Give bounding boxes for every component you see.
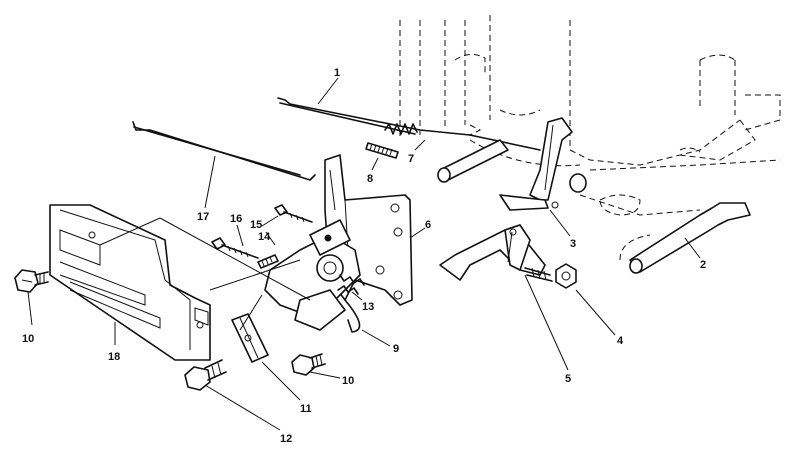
part-9-arm <box>344 299 391 347</box>
part-14-spring <box>257 231 279 269</box>
callout-11: 11 <box>300 403 312 415</box>
callout-17: 17 <box>197 211 209 223</box>
assembly-guide-lines <box>99 217 311 331</box>
part-18-bracket-plate <box>49 204 211 361</box>
callout-4: 4 <box>617 335 624 347</box>
callout-12: 12 <box>280 433 292 445</box>
callout-13: 13 <box>362 301 374 313</box>
callout-5: 5 <box>565 373 571 385</box>
part-11-clamp <box>231 313 301 401</box>
part-2-throttle-rod <box>629 202 751 274</box>
callout-10-bottom: 10 <box>342 375 354 387</box>
callout-labels: 1 2 3 4 5 6 7 8 9 10 10 11 12 13 14 15 1… <box>22 67 706 445</box>
part-13-spring <box>337 285 363 301</box>
part-10-screw-left <box>14 269 49 326</box>
part-15-screw <box>261 204 313 227</box>
part-8-spring <box>365 142 399 171</box>
part-5-throttle-bracket <box>439 224 569 371</box>
callout-7: 7 <box>408 153 414 165</box>
pin-cylinder <box>437 139 587 193</box>
callout-18: 18 <box>108 351 120 363</box>
callout-9: 9 <box>393 343 399 355</box>
callout-3: 3 <box>570 238 576 250</box>
part-7-spring <box>384 123 426 151</box>
callout-15: 15 <box>250 219 262 231</box>
part-16-screw <box>211 224 259 259</box>
part-12-screw <box>184 359 281 431</box>
callout-2: 2 <box>700 259 706 271</box>
callout-16: 16 <box>230 213 242 225</box>
callout-1: 1 <box>334 67 340 79</box>
callout-8: 8 <box>367 173 373 185</box>
part-3-lever <box>499 117 573 237</box>
part-10-screw-bottom <box>291 353 341 379</box>
callout-10-left: 10 <box>22 333 34 345</box>
engine-block-outline <box>399 15 781 261</box>
part-4-nut <box>524 263 616 336</box>
part-1-rod <box>277 77 541 151</box>
lever-assembly <box>264 219 365 331</box>
part-17-rod <box>132 121 316 209</box>
callout-6: 6 <box>425 219 431 231</box>
callout-14: 14 <box>258 231 271 243</box>
